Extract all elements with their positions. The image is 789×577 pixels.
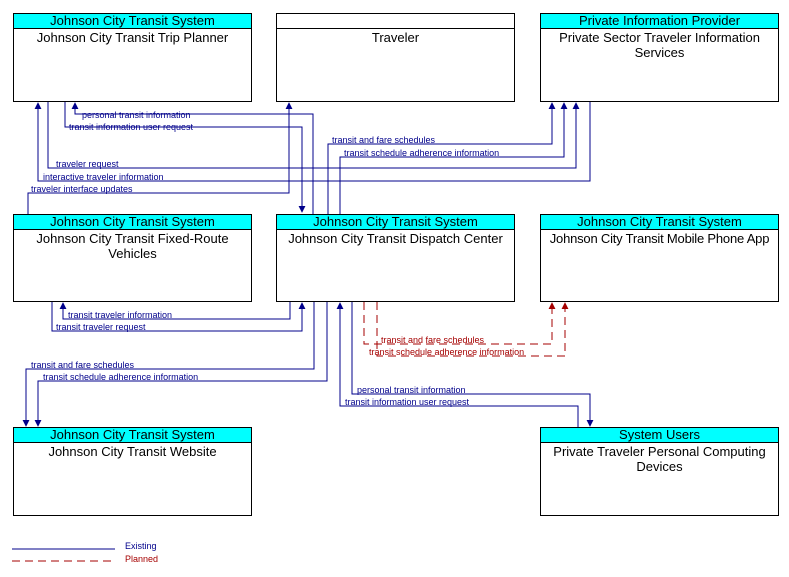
flow-line-app-schedule-adherence	[376, 302, 569, 357]
flow-line-personal-transit-information	[71, 102, 314, 214]
flow-line-devices-personal-transit-information	[351, 302, 594, 427]
flow-label: transit schedule adherence information	[43, 372, 198, 382]
flow-line-website-fare-schedules	[22, 302, 315, 427]
flow-label: interactive traveler information	[43, 172, 164, 182]
flow-label: transit traveler request	[56, 322, 146, 332]
flow-label: transit schedule adherence information	[369, 347, 524, 357]
flow-line-traveler-interface-updates	[27, 102, 293, 214]
legend-existing-label: Existing	[125, 541, 157, 551]
flow-line-app-fare-schedules	[363, 302, 556, 345]
node-dispatch: Johnson City Transit System Johnson City…	[276, 214, 515, 302]
node-header: Johnson City Transit System	[541, 215, 778, 230]
flow-label: transit schedule adherence information	[344, 148, 499, 158]
flow-label: transit traveler information	[68, 310, 172, 320]
node-title: Johnson City Transit Mobile Phone App	[549, 231, 770, 246]
flow-label: transit and fare schedules	[332, 135, 436, 145]
node-title: Johnson City Transit Fixed-Route Vehicle…	[36, 231, 229, 261]
flow-line-transit-and-fare-schedules	[327, 102, 556, 214]
node-fixed-route: Johnson City Transit System Johnson City…	[13, 214, 252, 302]
node-header: Johnson City Transit System	[14, 215, 251, 230]
node-header: Johnson City Transit System	[14, 428, 251, 443]
node-header	[277, 14, 514, 29]
legend-planned-label: Planned	[125, 554, 158, 564]
node-header: System Users	[541, 428, 778, 443]
flow-line-website-schedule-adherence	[34, 302, 328, 427]
node-title: Johnson City Transit Dispatch Center	[288, 231, 503, 246]
flow-line-traveler-request	[47, 101, 580, 169]
node-title: Johnson City Transit Trip Planner	[36, 30, 229, 45]
flow-line-transit-traveler-request	[51, 302, 306, 332]
flow-label: transit and fare schedules	[381, 335, 485, 345]
flow-label: personal transit information	[357, 385, 466, 395]
node-private-info: Private Information Provider Private Sec…	[540, 13, 779, 102]
node-trip-planner: Johnson City Transit System Johnson City…	[13, 13, 252, 102]
flow-line-transit-information-user-request	[64, 101, 306, 213]
flow-label: transit information user request	[345, 397, 470, 407]
flow-label: personal transit information	[82, 110, 191, 120]
flow-label: transit information user request	[69, 122, 194, 132]
flow-label: traveler request	[56, 159, 119, 169]
node-title: Johnson City Transit Website	[48, 444, 217, 459]
node-title: Traveler	[371, 30, 420, 45]
flow-line-devices-user-request	[336, 302, 579, 428]
node-title: Private Sector Traveler Information Serv…	[559, 30, 760, 60]
node-mobile-app: Johnson City Transit System Johnson City…	[540, 214, 779, 302]
flow-line-transit-schedule-adherence	[339, 102, 568, 214]
node-personal-devices: System Users Private Traveler Personal C…	[540, 427, 779, 516]
node-title: Private Traveler Personal Computing Devi…	[553, 444, 766, 474]
node-header: Private Information Provider	[541, 14, 778, 29]
flow-line-transit-traveler-information	[59, 302, 291, 320]
flow-label: transit and fare schedules	[31, 360, 135, 370]
node-website: Johnson City Transit System Johnson City…	[13, 427, 252, 516]
flow-label: traveler interface updates	[31, 184, 133, 194]
node-traveler: Traveler	[276, 13, 515, 102]
flow-line-interactive-traveler-information	[34, 101, 591, 182]
node-header: Johnson City Transit System	[277, 215, 514, 230]
node-header: Johnson City Transit System	[14, 14, 251, 29]
